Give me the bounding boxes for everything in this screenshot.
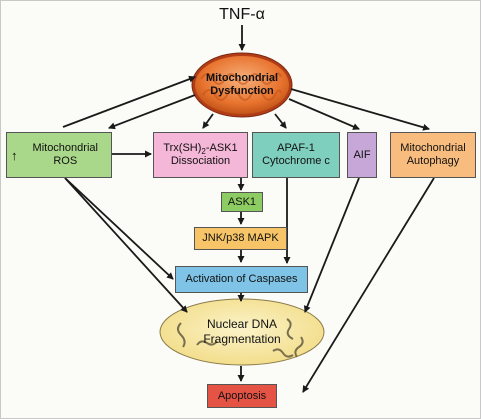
dna-fragment-icon <box>196 340 218 346</box>
arrows <box>62 25 435 393</box>
trx-label-line1: Trx(SH)2-ASK1 <box>163 142 238 157</box>
up-arrow-icon: ↑ <box>11 147 18 163</box>
dna-fragment-icon <box>177 322 186 348</box>
apaf-cytochrome-node: APAF-1 Cytochrome c <box>252 132 340 178</box>
dna-fragment-icon <box>286 318 294 340</box>
ros-text: Mitochondrial ROS <box>20 142 112 168</box>
tnf-alpha-text: TNF-α <box>219 5 265 23</box>
nuclear-dna-fragmentation-node: Nuclear DNA Fragmentation <box>197 315 287 349</box>
apaf-label-line2: Cytochrome c <box>262 155 330 167</box>
mito-label-line2: Dysfunction <box>210 85 274 97</box>
caspases-label: Activation of Caspases <box>185 273 298 285</box>
mito-label-line1: Mitochondrial <box>205 72 279 84</box>
arrow-mito-trx <box>202 113 214 129</box>
apaf-label-line1: APAF-1 <box>277 142 315 154</box>
trx-subscript: 2 <box>201 147 206 157</box>
arrow-autophagy-apoptosis <box>302 177 435 393</box>
dna-label-line2: Fragmentation <box>203 332 281 346</box>
ask1-label: ASK1 <box>227 195 257 208</box>
arrow-aif-dna <box>303 177 360 313</box>
activation-of-caspases-node: Activation of Caspases <box>175 266 308 293</box>
jnk-label: JNK/p38 MAPK <box>202 232 279 244</box>
mitochondrial-ros-node: ↑ Mitochondrial ROS <box>6 132 112 178</box>
arrow-mito-aif <box>288 98 360 130</box>
ask1-node: ASK1 <box>221 192 263 212</box>
arrow-ros-mito <box>62 75 196 128</box>
dna-fragment-icon <box>272 348 294 358</box>
ros-label-line1: Mitochondrial <box>32 142 98 154</box>
dna-fragment-icon <box>294 336 304 358</box>
mitochondrial-autophagy-node: Mitochondrial Autophagy <box>390 132 476 178</box>
trx-label-line2: Dissociation <box>170 155 231 167</box>
autophagy-label-line1: Mitochondrial <box>400 142 466 154</box>
jnk-p38-mapk-node: JNK/p38 MAPK <box>194 227 287 250</box>
arrow-ros-dna <box>64 177 188 313</box>
apoptosis-label: Apoptosis <box>217 389 267 402</box>
mitochondrion-icon <box>191 52 293 118</box>
trx-prefix: Trx(SH) <box>163 142 202 154</box>
aif-node: AIF <box>347 132 377 178</box>
arrow-mito-apaf <box>274 113 287 129</box>
apoptosis-node: Apoptosis <box>207 384 277 408</box>
ros-label-line2: ROS <box>53 155 78 167</box>
autophagy-label-line2: Autophagy <box>406 155 460 167</box>
arrow-mito-ros <box>108 94 196 130</box>
trx-suffix: -ASK1 <box>205 142 238 154</box>
dna-label-line1: Nuclear DNA <box>206 317 278 331</box>
mitochondrial-dysfunction-node: Mitochondrial Dysfunction <box>197 65 287 105</box>
arrow-mito-autophagy <box>290 88 430 131</box>
arrow-ros-caspases <box>64 177 174 280</box>
nucleus-icon <box>159 298 325 366</box>
aif-label: AIF <box>353 148 371 161</box>
tnf-alpha-label: TNF-α <box>212 3 272 25</box>
trx-ask1-dissociation-node: Trx(SH)2-ASK1 Dissociation <box>153 132 248 178</box>
